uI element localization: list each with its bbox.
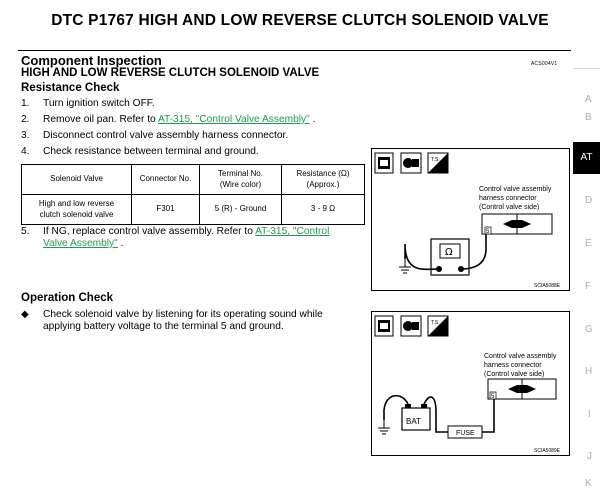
step-1: 1. Turn ignition switch OFF. xyxy=(21,98,155,109)
step-number: 3. xyxy=(21,130,30,141)
page-title: DTC P1767 HIGH AND LOW REVERSE CLUTCH SO… xyxy=(51,12,549,29)
header-cell: Solenoid Valve xyxy=(21,164,132,195)
table-cell: 5 (R) - Ground xyxy=(199,194,282,225)
operation-check-instruction-continued: applying battery voltage to the terminal… xyxy=(43,321,284,332)
step-text: Turn ignition switch OFF. xyxy=(43,98,155,109)
table-cell: 3 - 9 Ω xyxy=(281,194,365,225)
side-index-j[interactable]: J xyxy=(587,451,592,462)
step-text-after: . xyxy=(309,114,316,125)
step-3: 3. Disconnect control valve assembly harn… xyxy=(21,130,288,141)
table-cell: F301 xyxy=(131,194,200,225)
header-cell: Terminal No.(Wire color) xyxy=(199,164,282,195)
step-number: 1. xyxy=(21,98,30,109)
battery: BAT xyxy=(401,404,431,431)
terminal-number: 5 xyxy=(491,394,495,400)
figure-label-line-3: (Control valve side) xyxy=(479,204,539,211)
operation-check-instruction: ◆ Check solenoid valve by listening for i… xyxy=(21,309,323,320)
control-valve-assembly-link-continued[interactable]: Valve Assembly" xyxy=(43,238,118,249)
resistance-check-diagram: T.S. Control valve assembly harness conn… xyxy=(374,152,561,289)
side-index-e[interactable]: E xyxy=(585,238,592,249)
header-cell: Resistance (Ω)(Approx.) xyxy=(281,164,365,195)
figure-label-line-2: harness connector xyxy=(479,195,537,202)
terminal-lead xyxy=(482,399,495,433)
index-divider xyxy=(573,68,600,69)
side-index-h[interactable]: H xyxy=(585,366,593,377)
ground-lead xyxy=(383,394,409,420)
header-cell: Connector No. xyxy=(131,164,200,195)
step-text: Disconnect control valve assembly harnes… xyxy=(43,130,289,141)
harness-connector: 5 xyxy=(487,378,557,400)
control-valve-assembly-link[interactable]: AT-315, "Control Valve Assembly" xyxy=(157,114,310,125)
side-index-k[interactable]: K xyxy=(585,478,592,489)
terminal-number: 5 xyxy=(486,229,490,235)
tester-icon: T.S. xyxy=(427,315,449,337)
side-index-g[interactable]: G xyxy=(585,324,593,335)
step-4: 4. Check resistance between terminal and … xyxy=(21,146,259,157)
ts-tag: T.S. xyxy=(431,157,440,163)
side-index-a[interactable]: A xyxy=(585,94,592,105)
step-text-after: . xyxy=(117,238,124,249)
fuse: FUSE xyxy=(447,425,483,439)
step-2: 2. Remove oil pan. Refer to AT-315, "Cont… xyxy=(21,114,315,125)
ohm-symbol: Ω xyxy=(445,247,453,258)
solenoid-valve-subheading: HIGH AND LOW REVERSE CLUTCH SOLENOID VAL… xyxy=(21,67,320,79)
operation-check-figure: T.S. Control valve assembly harness conn… xyxy=(371,311,570,456)
side-index-i[interactable]: I xyxy=(588,409,591,420)
step-text: Check resistance between terminal and gr… xyxy=(43,146,259,157)
section-code: ACS004V1 xyxy=(531,61,558,67)
resistance-check-figure: T.S. Control valve assembly harness conn… xyxy=(371,148,570,291)
disconnect-icon xyxy=(374,152,394,174)
operation-check-heading: Operation Check xyxy=(21,292,114,304)
side-index-b[interactable]: B xyxy=(585,112,592,123)
figure-label-line-1: Control valve assembly xyxy=(479,186,552,193)
tester-icon: T.S. xyxy=(427,152,449,174)
instruction-line-1: Check solenoid valve by listening for it… xyxy=(43,309,323,320)
harness-connector: 5 xyxy=(481,213,553,235)
figure-code: SCIA5088E xyxy=(534,283,561,289)
resistance-check-heading: Resistance Check xyxy=(21,82,120,94)
step-text: If NG, replace control valve assembly. R… xyxy=(43,226,256,237)
side-index-d[interactable]: D xyxy=(585,195,593,206)
ts-tag: T.S. xyxy=(431,320,440,326)
step-text: Remove oil pan. Refer to xyxy=(43,114,158,125)
ground-icon xyxy=(378,420,390,435)
figure-code: SCIA5089E xyxy=(534,448,561,454)
ground-icon xyxy=(399,259,411,274)
bullet-icon: ◆ xyxy=(21,309,29,320)
disconnect-icon xyxy=(374,315,394,337)
side-index-at-active[interactable]: AT xyxy=(573,142,600,174)
step-number: 2. xyxy=(21,114,30,125)
table-header-row: Solenoid Valve Connector No. Terminal No… xyxy=(21,164,365,195)
side-index-f[interactable]: F xyxy=(585,281,592,292)
resistance-spec-table: Solenoid Valve Connector No. Terminal No… xyxy=(21,164,365,225)
control-valve-assembly-link[interactable]: AT-315, "Control xyxy=(255,226,330,237)
figure-label-line-1: Control valve assembly xyxy=(484,353,557,360)
connector-icon xyxy=(400,315,422,337)
step-5: 5. If NG, replace control valve assembly.… xyxy=(21,226,329,237)
component-inspection-heading: Component Inspection xyxy=(21,53,162,68)
battery-label: BAT xyxy=(406,417,421,426)
operation-check-diagram: T.S. Control valve assembly harness conn… xyxy=(374,315,561,454)
battery-lead xyxy=(423,396,448,433)
connector-icon xyxy=(400,152,422,174)
step-number: 4. xyxy=(21,146,30,157)
section-divider xyxy=(18,50,571,51)
terminal-lead xyxy=(460,234,487,270)
ground-lead xyxy=(404,243,440,271)
step-number: 5. xyxy=(21,226,30,237)
figure-label-line-3: (Control valve side) xyxy=(484,371,544,378)
figure-label-line-2: harness connector xyxy=(484,362,542,369)
step-5-continued: Valve Assembly" . xyxy=(43,238,123,249)
instruction-line-2: applying battery voltage to the terminal… xyxy=(43,321,284,332)
fuse-label: FUSE xyxy=(456,430,475,437)
